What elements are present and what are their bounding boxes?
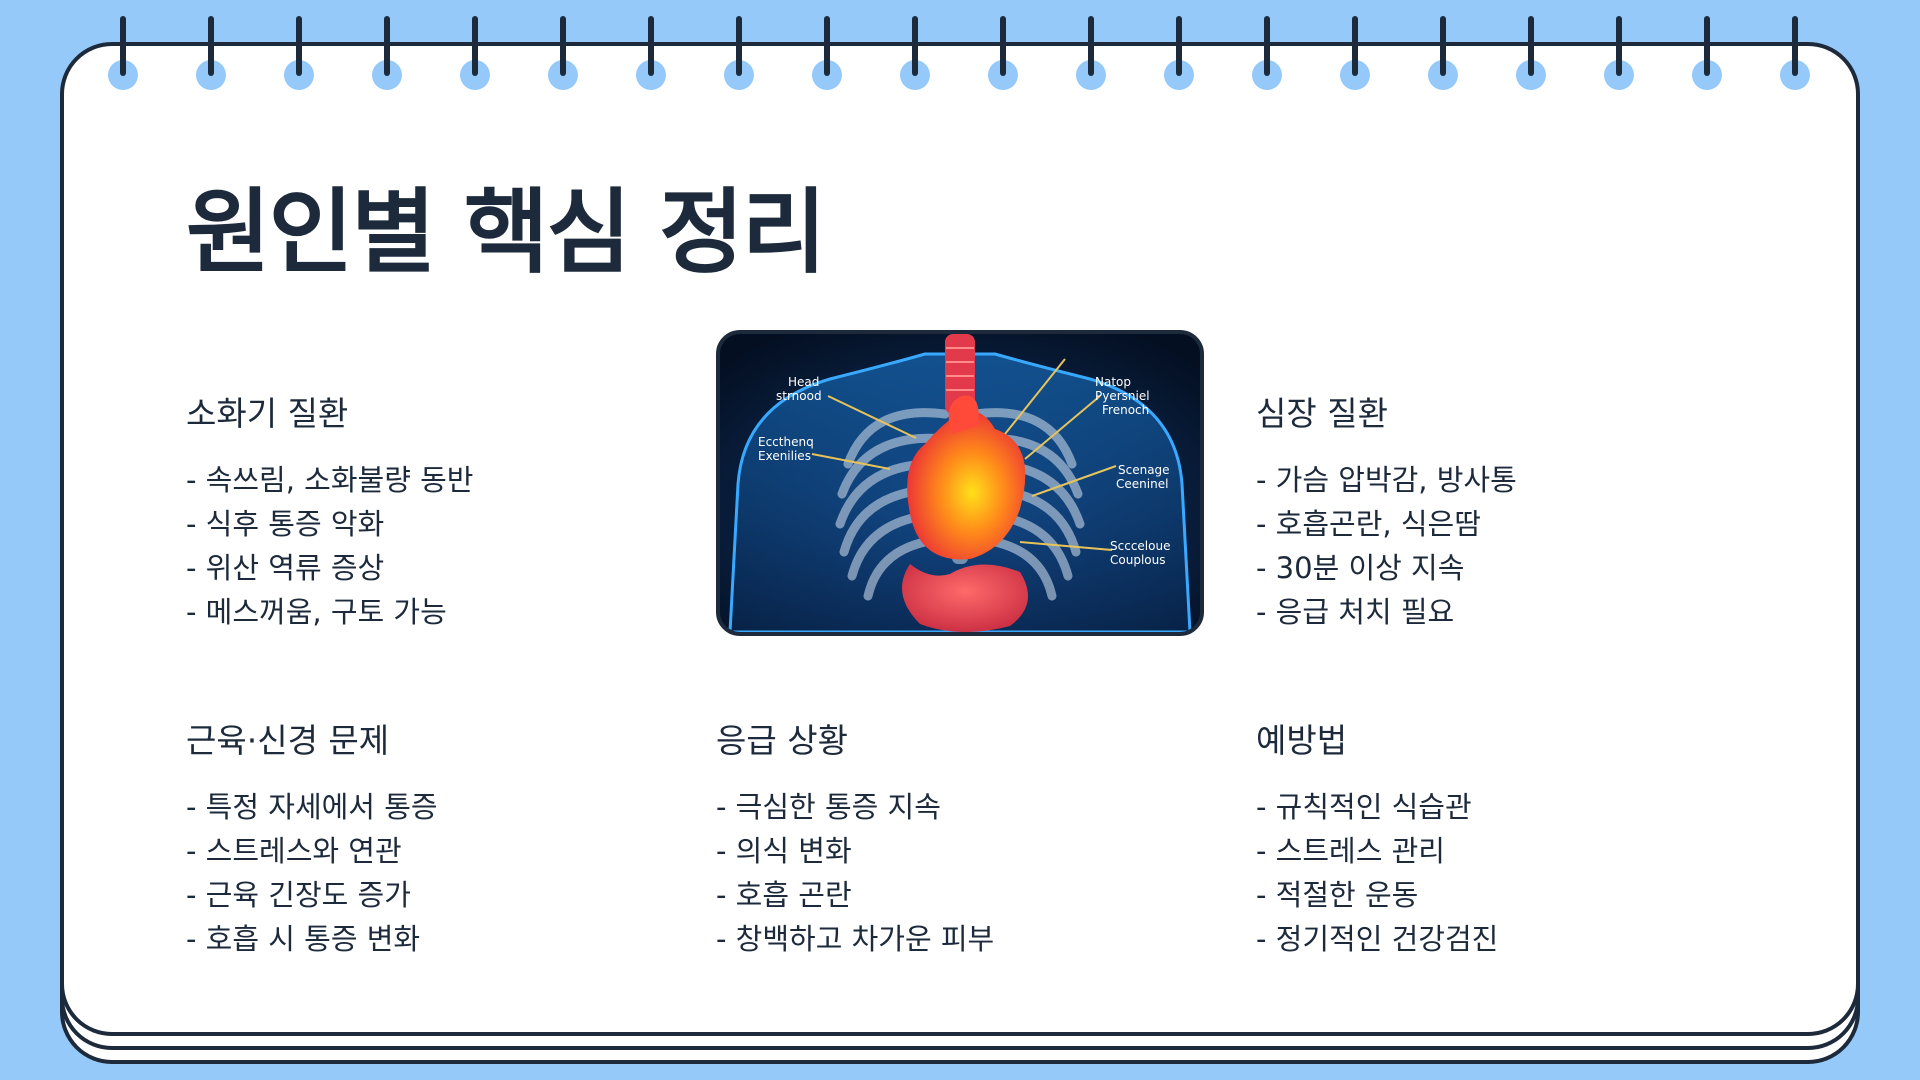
- binding-ring: [1602, 16, 1636, 92]
- list-item: - 식후 통증 악화: [186, 506, 385, 541]
- binding-ring: [370, 16, 404, 92]
- label-head-strnood-2: strnood: [776, 389, 822, 403]
- section-heading: 예방법: [1256, 721, 1348, 760]
- section-heading: 심장 질환: [1256, 394, 1388, 433]
- list-item: - 응급 처치 필요: [1256, 594, 1455, 629]
- list-item: - 극심한 통증 지속: [716, 789, 941, 824]
- binding-ring: [194, 16, 228, 92]
- section-digestive: 소화기 질환 - 속쓰림, 소화불량 동반 - 식후 통증 악화 - 위산 역류…: [186, 394, 746, 634]
- list-item: - 정기적인 건강검진: [1256, 921, 1499, 956]
- list-item: - 위산 역류 증상: [186, 550, 385, 585]
- list-item: - 가슴 압박감, 방사통: [1256, 462, 1517, 497]
- section-prevention: 예방법 - 규칙적인 식습관 - 스트레스 관리 - 적절한 운동 - 정기적인…: [1256, 721, 1816, 961]
- label-head-strnood: Head: [788, 375, 819, 389]
- page-title: 원인별 핵심 정리: [186, 179, 827, 286]
- spiral-binding: [0, 0, 1920, 100]
- list-item: - 속쓰림, 소화불량 동반: [186, 462, 474, 497]
- section-emergency: 응급 상황 - 극심한 통증 지속 - 의식 변화 - 호흡 곤란 - 창백하고…: [716, 721, 1276, 961]
- list-item: - 특정 자세에서 통증: [186, 789, 438, 824]
- symptom-list: - 극심한 통증 지속 - 의식 변화 - 호흡 곤란 - 창백하고 차가운 피…: [716, 785, 1276, 961]
- binding-ring: [546, 16, 580, 92]
- label-sccceloue-2: Couplous: [1110, 553, 1165, 567]
- binding-ring: [722, 16, 756, 92]
- chest-anatomy-illustration: Head strnood Eccthenq Exenilies Natop Py…: [716, 330, 1204, 636]
- label-scenage: Scenage: [1118, 463, 1170, 477]
- label-natop-3: Frenoch: [1102, 403, 1149, 417]
- symptom-list: - 가슴 압박감, 방사통 - 호흡곤란, 식은땀 - 30분 이상 지속 - …: [1256, 458, 1816, 634]
- symptom-list: - 규칙적인 식습관 - 스트레스 관리 - 적절한 운동 - 정기적인 건강검…: [1256, 785, 1816, 961]
- section-cardiac: 심장 질환 - 가슴 압박감, 방사통 - 호흡곤란, 식은땀 - 30분 이상…: [1256, 394, 1816, 634]
- label-natop: Natop: [1095, 375, 1131, 389]
- symptom-list: - 속쓰림, 소화불량 동반 - 식후 통증 악화 - 위산 역류 증상 - 메…: [186, 458, 746, 634]
- section-heading: 근육·신경 문제: [186, 721, 390, 760]
- binding-ring: [898, 16, 932, 92]
- binding-ring: [1690, 16, 1724, 92]
- binding-ring: [1162, 16, 1196, 92]
- list-item: - 적절한 운동: [1256, 877, 1419, 912]
- list-item: - 호흡 곤란: [716, 877, 852, 912]
- binding-ring: [1074, 16, 1108, 92]
- binding-ring: [1426, 16, 1460, 92]
- list-item: - 규칙적인 식습관: [1256, 789, 1472, 824]
- list-item: - 호흡 시 통증 변화: [186, 921, 421, 956]
- list-item: - 스트레스와 연관: [186, 833, 402, 868]
- binding-ring: [458, 16, 492, 92]
- binding-ring: [1250, 16, 1284, 92]
- label-eccthenq-2: Exenilies: [758, 449, 811, 463]
- section-musculoskeletal: 근육·신경 문제 - 특정 자세에서 통증 - 스트레스와 연관 - 근육 긴장…: [186, 721, 746, 961]
- label-sccceloue: Sccceloue: [1110, 539, 1170, 553]
- list-item: - 의식 변화: [716, 833, 852, 868]
- binding-ring: [986, 16, 1020, 92]
- label-scenage-2: Ceeninel: [1116, 477, 1168, 491]
- list-item: - 근육 긴장도 증가: [186, 877, 411, 912]
- binding-ring: [1778, 16, 1812, 92]
- symptom-list: - 특정 자세에서 통증 - 스트레스와 연관 - 근육 긴장도 증가 - 호흡…: [186, 785, 746, 961]
- section-heading: 소화기 질환: [186, 394, 349, 433]
- binding-ring: [282, 16, 316, 92]
- list-item: - 스트레스 관리: [1256, 833, 1445, 868]
- binding-ring: [1514, 16, 1548, 92]
- binding-ring: [810, 16, 844, 92]
- binding-ring: [1338, 16, 1372, 92]
- label-natop-2: Pyersniel: [1095, 389, 1150, 403]
- section-heading: 응급 상황: [716, 721, 848, 760]
- label-eccthenq: Eccthenq: [758, 435, 814, 449]
- list-item: - 호흡곤란, 식은땀: [1256, 506, 1481, 541]
- binding-ring: [106, 16, 140, 92]
- list-item: - 메스꺼움, 구토 가능: [186, 594, 447, 629]
- list-item: - 30분 이상 지속: [1256, 550, 1465, 585]
- binding-ring: [634, 16, 668, 92]
- list-item: - 창백하고 차가운 피부: [716, 921, 995, 956]
